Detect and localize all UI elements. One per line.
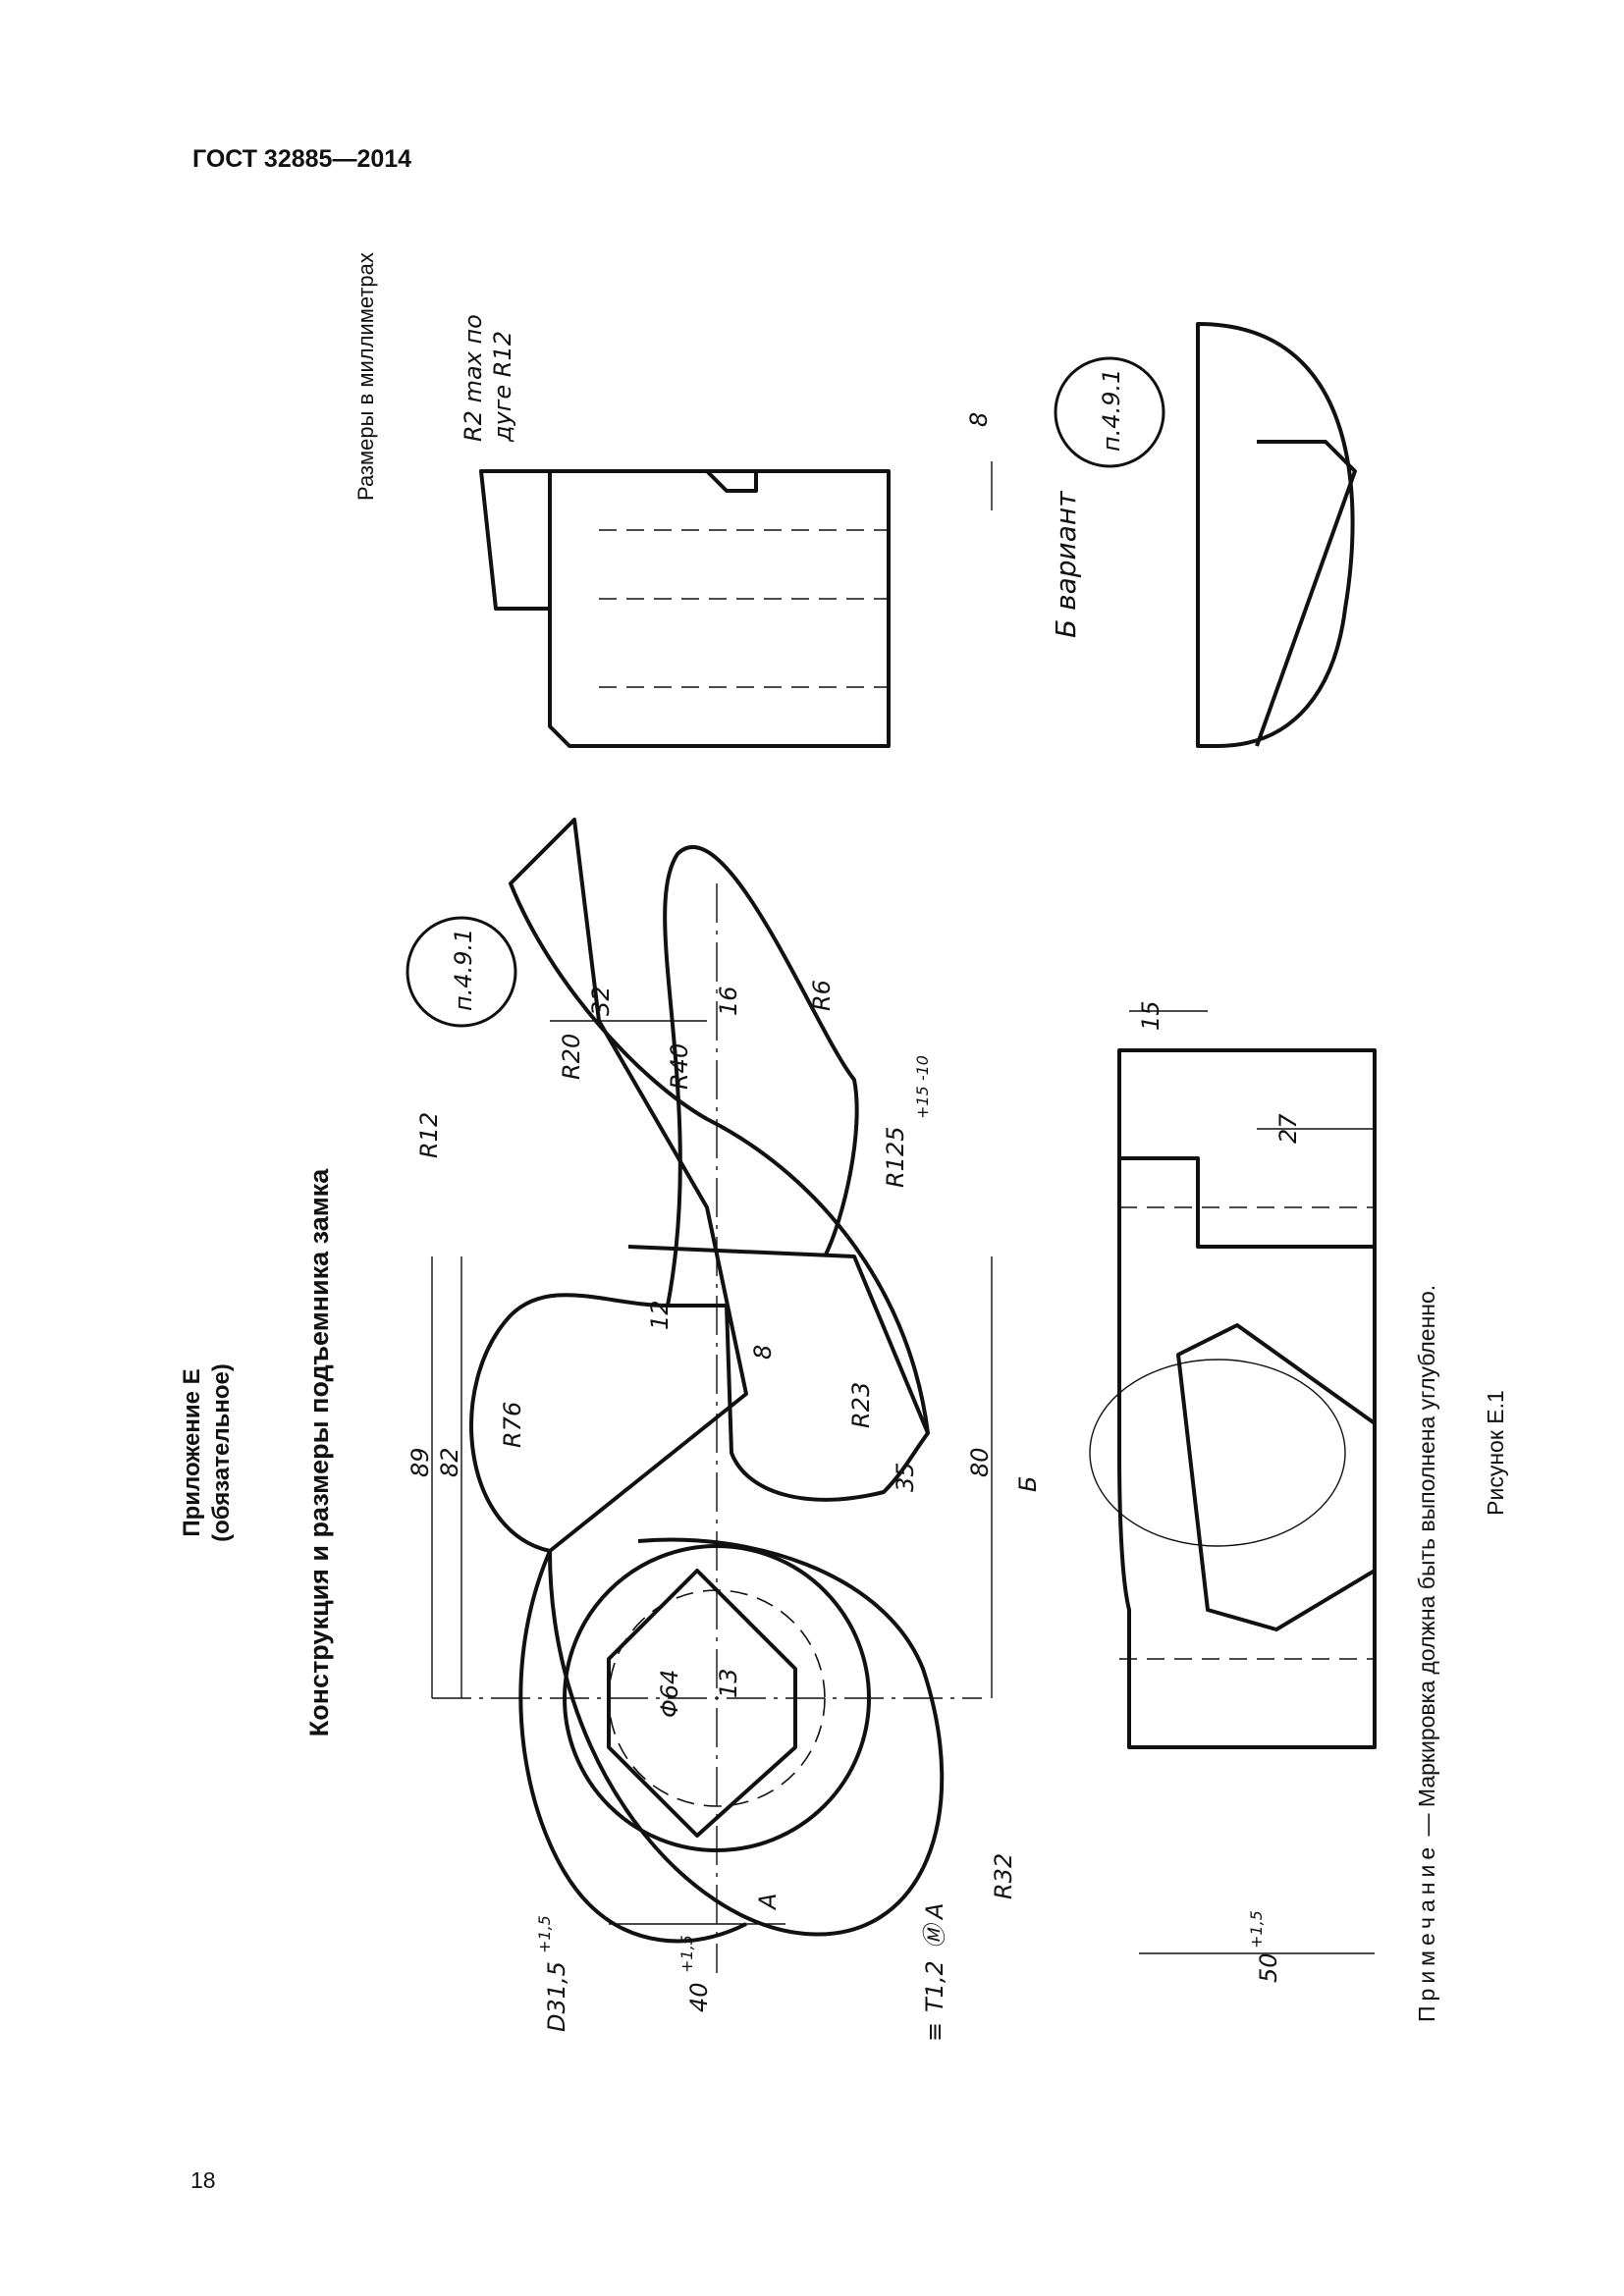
lever-lower <box>518 1550 747 1944</box>
detail-letter: Б <box>1014 1476 1042 1492</box>
dim-d315-tol: +1,5 <box>535 1915 554 1953</box>
ref-circle-2 <box>1054 356 1165 468</box>
dim-r76: R76 <box>499 1402 526 1448</box>
footnote-text: Маркировка должна быть выполнена углубле… <box>1414 1284 1439 1808</box>
ref-label-1: п.4.9.1 <box>450 929 477 1011</box>
dim-8: 8 <box>749 1345 777 1360</box>
document-code: ГОСТ 32885—2014 <box>192 145 412 173</box>
section-view-tab <box>705 469 758 493</box>
dim-d315: D31,5 <box>543 1961 570 2032</box>
dim-w50: 50 <box>1255 1952 1282 1983</box>
variant-b-outline <box>1196 322 1355 748</box>
section-heading: Конструкция и размеры подъемника замка <box>304 1168 334 1737</box>
dim-w40-tol: +1,5 <box>677 1935 696 1973</box>
dim-80: 80 <box>966 1447 994 1477</box>
dim-16: 16 <box>715 986 742 1016</box>
dim-r23: R23 <box>847 1382 875 1428</box>
dim-82: 82 <box>436 1447 463 1477</box>
tolerance-frame-datum: A <box>921 1903 948 1921</box>
square-hole <box>607 1569 797 1838</box>
rotated-page-content: Приложение Е (обязательное) Конструкция … <box>167 252 1508 2120</box>
lever-outline <box>469 818 930 1553</box>
dim-r12: R12 <box>415 1112 443 1158</box>
dim-8b: 8 <box>965 412 993 427</box>
dim-15: 15 <box>1137 1000 1164 1031</box>
dim-phi64: Φ64 <box>656 1670 683 1718</box>
r2-note-bottom: дуге R12 <box>489 331 516 443</box>
dim-r40: R40 <box>666 1043 693 1090</box>
page-number: 18 <box>190 2167 216 2193</box>
lever-arm <box>627 1245 930 1434</box>
ref-circle-1 <box>406 916 517 1028</box>
ref-label-2: п.4.9.1 <box>1098 369 1125 452</box>
section-view-outline <box>548 469 891 748</box>
tolerance-frame-sym: ≡ <box>921 2022 948 2042</box>
dim-32: 32 <box>587 986 615 1016</box>
footnote-dash: — <box>1414 1807 1439 1842</box>
tolerance-frame-value: T1,2 <box>921 1960 948 2012</box>
dim-r125-tol: +15 -10 <box>913 1055 932 1119</box>
detail-b-ellipse <box>1089 1359 1346 1547</box>
dim-35: 35 <box>892 1462 919 1492</box>
appendix-status: (обязательное) <box>208 1363 235 1542</box>
dim-27: 27 <box>1274 1113 1302 1144</box>
variant-label: Б вариант <box>1050 491 1082 638</box>
appendix-title: Приложение Е <box>179 1368 205 1537</box>
dim-r125: R125 <box>882 1127 909 1188</box>
r2-note-top: R2 max по <box>460 314 487 442</box>
side-view-wedge <box>1176 1323 1377 1631</box>
tolerance-frame-mod: Ⓜ <box>921 1921 948 1949</box>
figure-caption: Рисунок Е.1 <box>1483 1390 1508 1516</box>
dim-12: 12 <box>646 1300 674 1330</box>
dim-r20: R20 <box>558 1034 585 1080</box>
side-view-outline <box>1117 1048 1377 1749</box>
dim-13: 13 <box>715 1668 742 1698</box>
hub-outer <box>548 1537 945 1937</box>
dim-r32: R32 <box>990 1853 1017 1899</box>
dim-r6: R6 <box>808 980 836 1011</box>
dim-w40: 40 <box>685 1982 713 2012</box>
section-view-flange <box>479 469 552 611</box>
datum-label: A <box>754 1894 782 1911</box>
dim-w50-tol: +1,5 <box>1247 1910 1266 1949</box>
footnote-label: Примечание <box>1414 1842 1439 2022</box>
footnote: Примечание — Маркировка должна быть выпо… <box>1414 1285 1440 2022</box>
dim-89: 89 <box>406 1447 434 1477</box>
units-note: Размеры в миллиметрах <box>353 252 378 501</box>
variant-b-inner <box>1255 440 1357 747</box>
lever-head <box>663 844 859 1307</box>
side-view-step <box>1119 1156 1375 1249</box>
